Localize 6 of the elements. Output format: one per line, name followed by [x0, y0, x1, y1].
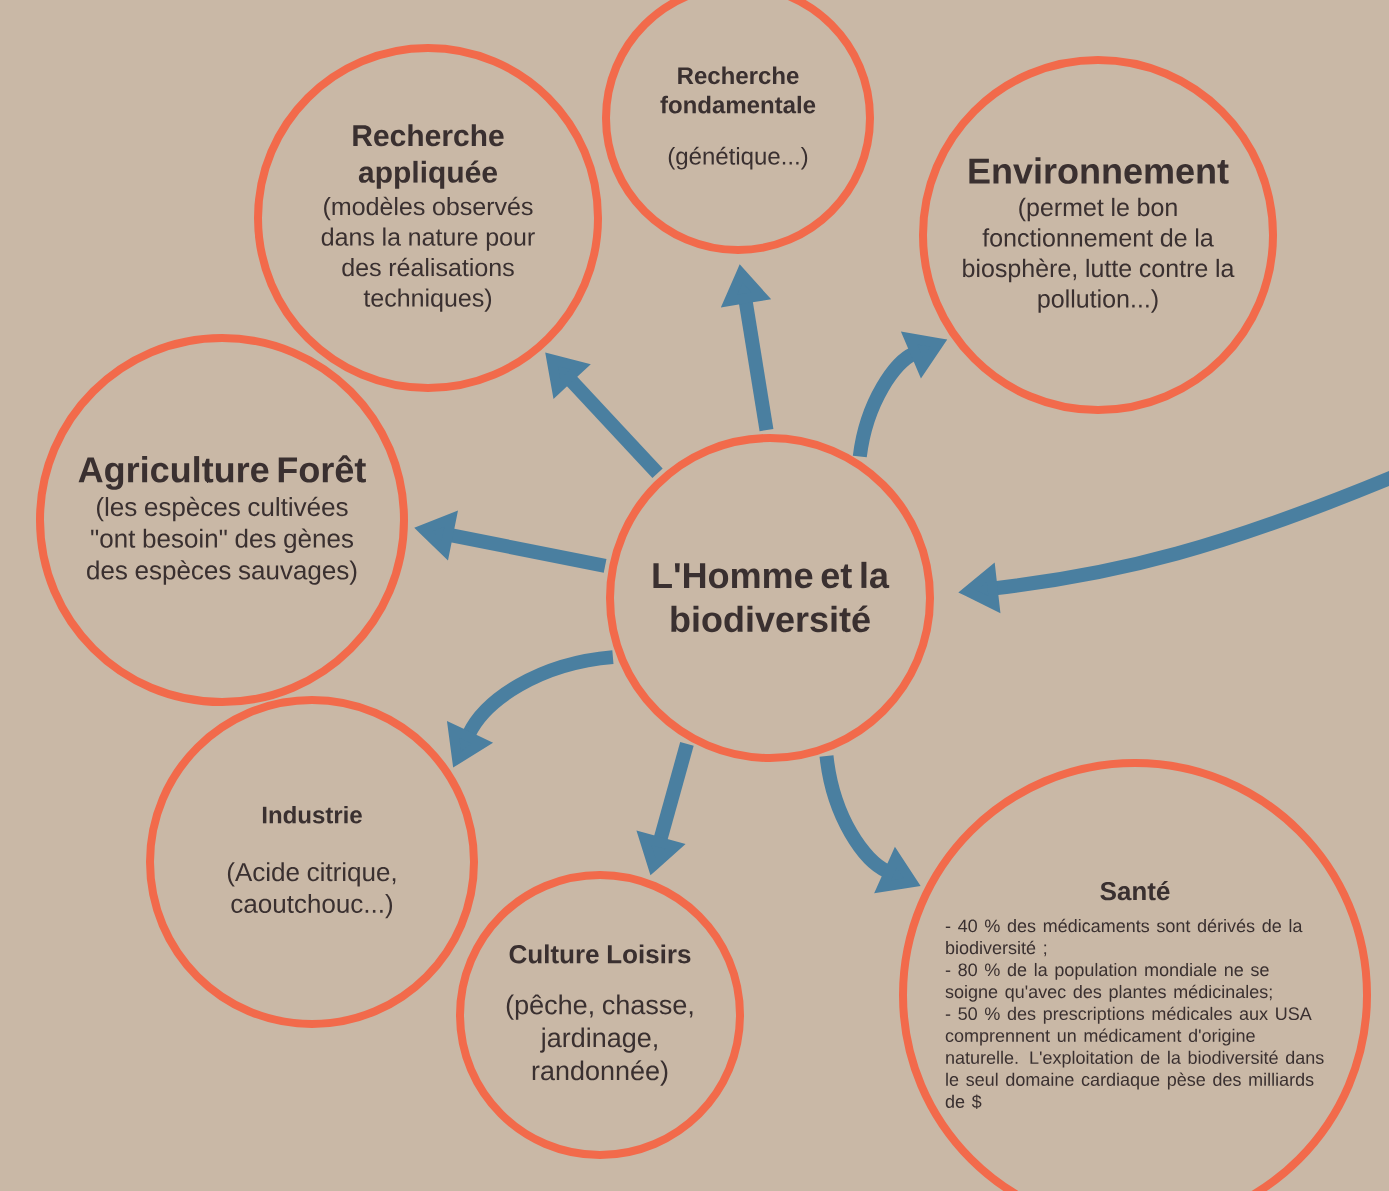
- circle-node: Environnement (permet le bon fonctionnement de la biosphère, lutte contre la pollution...): [919, 56, 1277, 414]
- circle-node: Culture Loisirs (pêche, chasse, jardinage, randonnée): [456, 871, 744, 1159]
- circle-node: Agriculture Forêt (les espèces cultivées "ont besoin" des gènes des espèces sauvages): [36, 334, 408, 706]
- circle-node: L'Homme et la biodiversité: [606, 434, 934, 762]
- circle-node: Recherche appliquée (modèles observés dans la nature pour des réalisations techniques): [254, 44, 602, 392]
- circle-node: Industrie (Acide citrique, caoutchouc...): [146, 696, 478, 1028]
